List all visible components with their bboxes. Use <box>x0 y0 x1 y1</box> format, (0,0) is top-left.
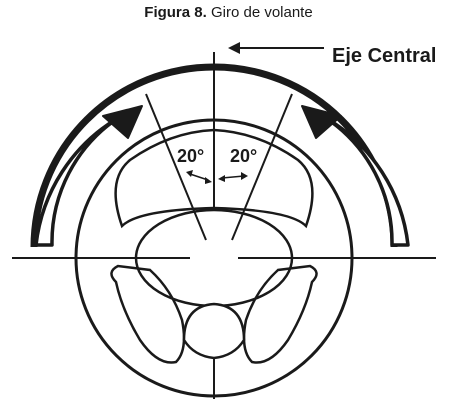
right-angle-label: 20° <box>230 146 257 166</box>
right-angle-guide-line <box>232 94 292 240</box>
right-angle-arrow <box>218 172 248 182</box>
right-rotation-arrow <box>302 106 408 245</box>
left-angle-arrow <box>186 170 212 184</box>
central-axis-pointer-arrow <box>228 42 324 54</box>
lower-center-bulb <box>184 304 244 358</box>
left-angle-label: 20° <box>177 146 204 166</box>
